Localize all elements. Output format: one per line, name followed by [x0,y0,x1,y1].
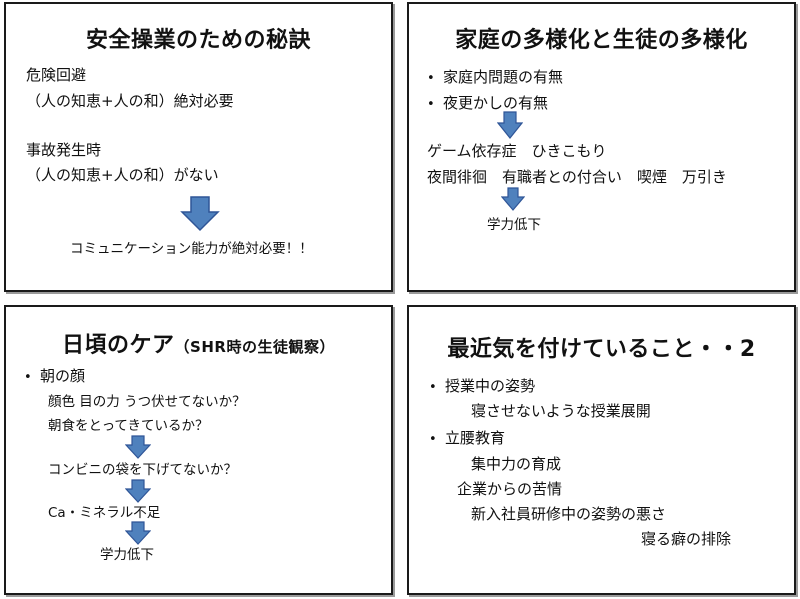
text-line: 企業からの苦情 [457,480,563,498]
slide-title: 日頃のケア（SHR時の生徒観察） [62,333,335,358]
text-line: 集中力の育成 [471,455,562,473]
slide-recent-focus: 最近気を付けていること・・2 •授業中の姿勢 寝させないような授業展開 •立腰教… [407,305,796,595]
slide-title: 最近気を付けていること・・2 [447,337,756,362]
text-line: （人の知恵+人の和）がない [26,166,219,184]
slide-family-diversity: 家庭の多様化と生徒の多様化 •家庭内問題の有無 •夜更かしの有無 ゲーム依存症 … [407,2,796,292]
text-line: 顔色 目の力 うつ伏せてないか？ [48,394,246,410]
down-arrow-icon [125,435,151,459]
text-line: Ca・ミネラル不足 [48,505,161,521]
slide-subtitle: （SHR時の生徒観察） [174,338,335,356]
text-line: 寝る癖の排除 [641,530,732,548]
bullet-icon: • [427,97,435,112]
text-line: 事故発生時 [26,141,102,159]
slide-daily-care: 日頃のケア（SHR時の生徒観察） •朝の顔 顔色 目の力 うつ伏せてないか？ 朝… [4,305,393,595]
result-text: 学力低下 [100,547,154,563]
bullet-item: •夜更かしの有無 [427,94,549,112]
slide-title: 安全操業のための秘訣 [85,28,311,53]
down-arrow-icon [501,187,525,211]
bullet-item: •家庭内問題の有無 [427,68,564,86]
text-line: 朝食をとってきているか？ [48,418,209,434]
down-arrow-icon [125,479,151,503]
text-line: 危険回避 [26,66,87,84]
text-line: 夜間徘徊 有職者との付合い 喫煙 万引き [427,168,727,186]
result-text: 学力低下 [487,217,541,233]
bullet-item: •授業中の姿勢 [429,377,536,395]
bullet-icon: • [427,71,435,86]
slide-title: 家庭の多様化と生徒の多様化 [455,28,748,53]
bullet-icon: • [429,380,437,395]
down-arrow-icon [180,196,220,232]
text-line: コンビニの袋を下げてないか？ [48,462,237,478]
bullet-icon: • [24,370,32,385]
text-line: ゲーム依存症 ひきこもり [427,142,607,160]
bullet-item: •立腰教育 [429,429,506,447]
bullet-item: •朝の顔 [24,367,86,385]
text-line: （人の知恵+人の和）絶対必要 [26,92,234,110]
down-arrow-icon [125,521,151,545]
slide-safety-secret: 安全操業のための秘訣 危険回避 （人の知恵+人の和）絶対必要 事故発生時 （人の… [4,2,393,292]
text-line: 新入社員研修中の姿勢の悪さ [471,505,667,523]
text-line: 寝させないような授業展開 [471,402,651,420]
down-arrow-icon [497,111,523,139]
bullet-icon: • [429,432,437,447]
conclusion-text: コミュニケーション能力が絶対必要！！ [70,241,313,257]
